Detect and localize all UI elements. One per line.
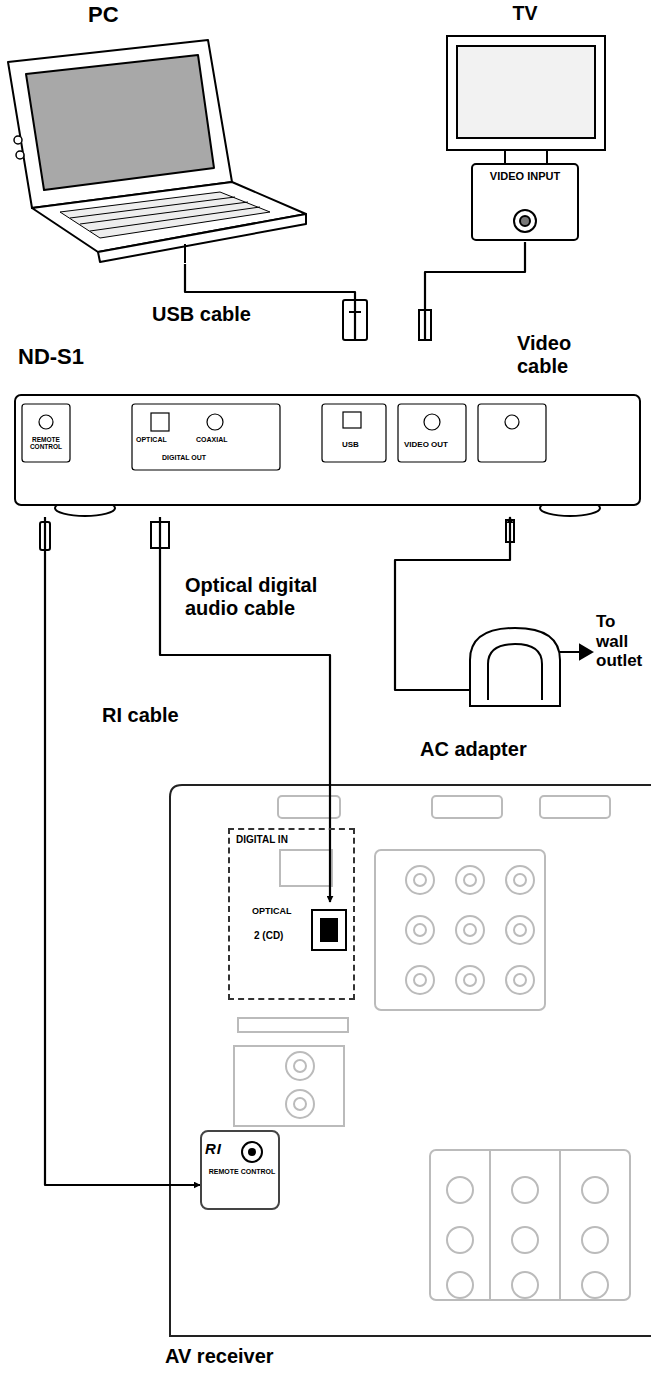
cable-label: RI cable [100, 704, 181, 727]
input-group: DIGITAL IN OPTICAL 2 (CD) [228, 828, 355, 1000]
adapter-node: AC adapter [410, 620, 590, 770]
logo-text: RI [205, 1140, 222, 1157]
node-title: DIGITAL IN [236, 834, 288, 846]
note-text: To wall outlet [596, 612, 650, 671]
port-label: VIDEO OUT [404, 440, 448, 449]
cable-label: USB cable [150, 303, 253, 326]
cable-line [395, 517, 510, 690]
cable-line [45, 517, 200, 1185]
node-title: REMOTE CONTROL [204, 1168, 280, 1176]
node-title: ND-S1 [18, 344, 84, 369]
cable-label: Optical digital audio cable [183, 574, 367, 620]
cable-line [425, 242, 525, 340]
node-text: 2 (CD) [254, 930, 283, 942]
node-title: AV receiver [165, 1345, 274, 1368]
receiver-node: AV receiver DIGITAL IN OPTICAL 2 (CD) REMOTE… [165, 785, 651, 1381]
port-label: COAXIAL [196, 436, 228, 444]
cable-line [185, 264, 355, 340]
optical-port: OPTICAL 2 (CD) [252, 902, 354, 964]
port-label: REMOTE CONTROL [22, 436, 70, 451]
ac-adapter [408, 628, 592, 706]
node-title: PC [88, 2, 119, 27]
laptop-illustration [8, 40, 306, 263]
nd-s1-housing [15, 395, 640, 516]
port-label: USB [342, 440, 359, 449]
port-label: DIGITAL OUT [162, 454, 206, 462]
tv-illustration [447, 36, 605, 240]
av-receiver-panel [170, 785, 651, 1336]
node-title: AC adapter [420, 738, 527, 761]
port-label: VIDEO INPUT [480, 170, 570, 183]
node-title: OPTICAL [252, 906, 292, 916]
laptop-node: PC [0, 0, 312, 264]
tv-node: TV [430, 0, 620, 242]
cable-label: Video cable [515, 332, 599, 378]
cable-plugs [40, 520, 514, 550]
cable-plugs [343, 300, 431, 340]
node-title: TV [430, 2, 620, 24]
port-label: OPTICAL [136, 436, 167, 444]
